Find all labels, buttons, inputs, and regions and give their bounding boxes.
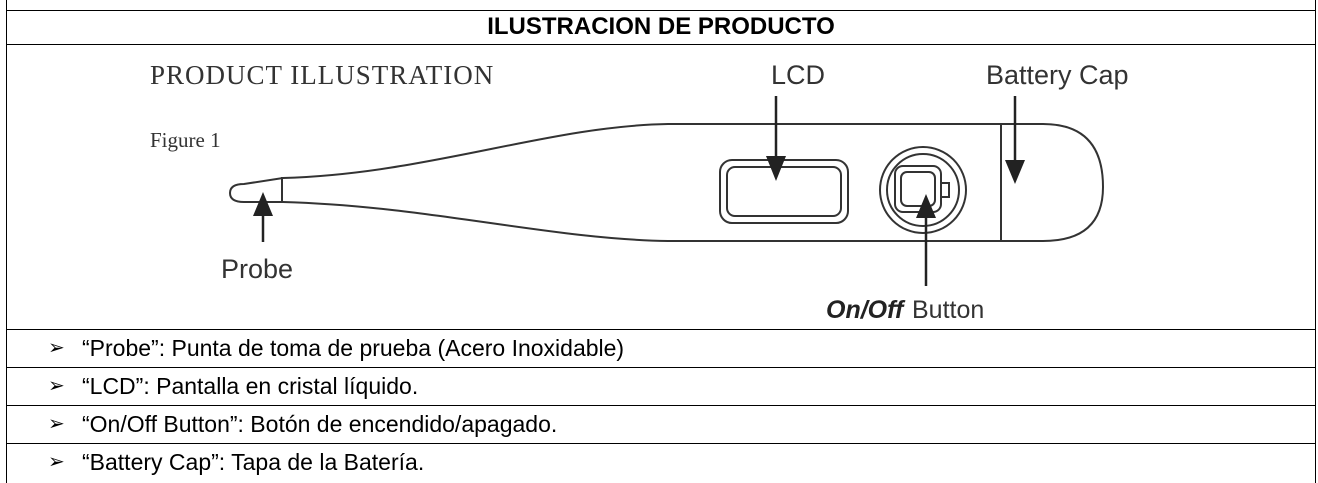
arrow-bullet-icon: ➢ bbox=[48, 375, 65, 397]
thermometer-diagram: PRODUCT ILLUSTRATION Figure 1 LCD Batter… bbox=[150, 60, 1129, 324]
list-item: ➢ “LCD”: Pantalla en cristal líquido. bbox=[6, 367, 1316, 405]
on-off-button-tab bbox=[940, 182, 950, 198]
battery-cap-arrow bbox=[1005, 96, 1025, 184]
arrow-bullet-icon: ➢ bbox=[48, 451, 65, 473]
thermometer-body bbox=[228, 123, 1105, 242]
probe-label: Probe bbox=[221, 254, 293, 284]
list-item-text: “Probe”: Punta de toma de prueba (Acero … bbox=[82, 335, 625, 361]
on-off-button-key-inner bbox=[900, 171, 936, 207]
arrow-bullet-icon: ➢ bbox=[48, 337, 65, 359]
figure-caption: Figure 1 bbox=[150, 128, 221, 152]
probe-arrow bbox=[253, 192, 273, 242]
figure-heading: PRODUCT ILLUSTRATION bbox=[150, 60, 494, 90]
on-off-button-ring-inner bbox=[886, 153, 960, 227]
product-illustration-figure: PRODUCT ILLUSTRATION Figure 1 LCD Batter… bbox=[8, 46, 1314, 328]
list-item: ➢ “Probe”: Punta de toma de prueba (Acer… bbox=[6, 329, 1316, 367]
lcd-window-inner bbox=[726, 166, 842, 217]
page-title: ILUSTRACION DE PRODUCTO bbox=[6, 10, 1316, 45]
on-off-button-ring bbox=[879, 146, 967, 234]
arrow-bullet-icon: ➢ bbox=[48, 413, 65, 435]
list-item: ➢ “Battery Cap”: Tapa de la Batería. bbox=[6, 443, 1316, 483]
list-item-text: “LCD”: Pantalla en cristal líquido. bbox=[82, 373, 419, 399]
list-item-text: “On/Off Button”: Botón de encendido/apag… bbox=[82, 411, 558, 437]
lcd-window bbox=[719, 159, 849, 224]
on-off-arrow bbox=[916, 194, 936, 286]
on-off-label: On/Off bbox=[826, 296, 906, 324]
page-frame bbox=[6, 0, 1316, 483]
button-label: Button bbox=[912, 296, 984, 324]
list-item-text: “Battery Cap”: Tapa de la Batería. bbox=[82, 449, 425, 475]
list-item: ➢ “On/Off Button”: Botón de encendido/ap… bbox=[6, 405, 1316, 443]
battery-cap-label: Battery Cap bbox=[986, 60, 1129, 90]
lcd-label: LCD bbox=[771, 60, 825, 90]
lcd-arrow bbox=[766, 96, 786, 181]
